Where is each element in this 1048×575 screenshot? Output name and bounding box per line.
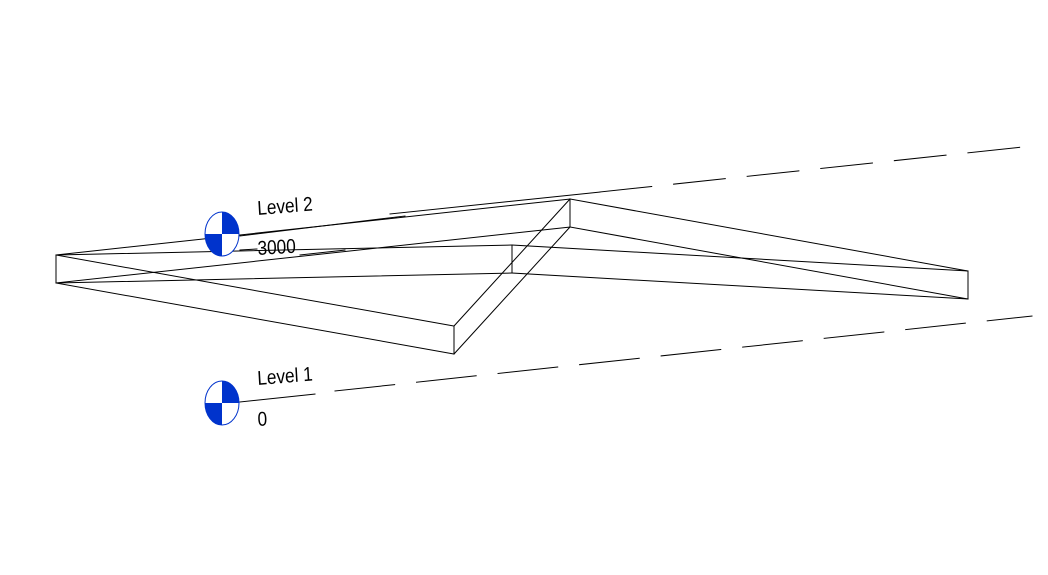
level-1-name-label[interactable]: Level 1 <box>256 363 314 390</box>
floor-slab[interactable] <box>55 198 969 355</box>
level-2-elevation-label[interactable]: 3000 <box>257 235 297 260</box>
level-1-head-icon[interactable] <box>204 380 240 426</box>
level-2-elevation-leader <box>299 249 346 256</box>
level-2-head-leader <box>239 248 258 251</box>
level-1-elevation-label[interactable]: 0 <box>257 408 268 431</box>
level-2-name-label[interactable]: Level 2 <box>256 193 314 220</box>
level-2-head-icon[interactable] <box>204 211 240 257</box>
level-1-line[interactable] <box>239 315 1033 403</box>
